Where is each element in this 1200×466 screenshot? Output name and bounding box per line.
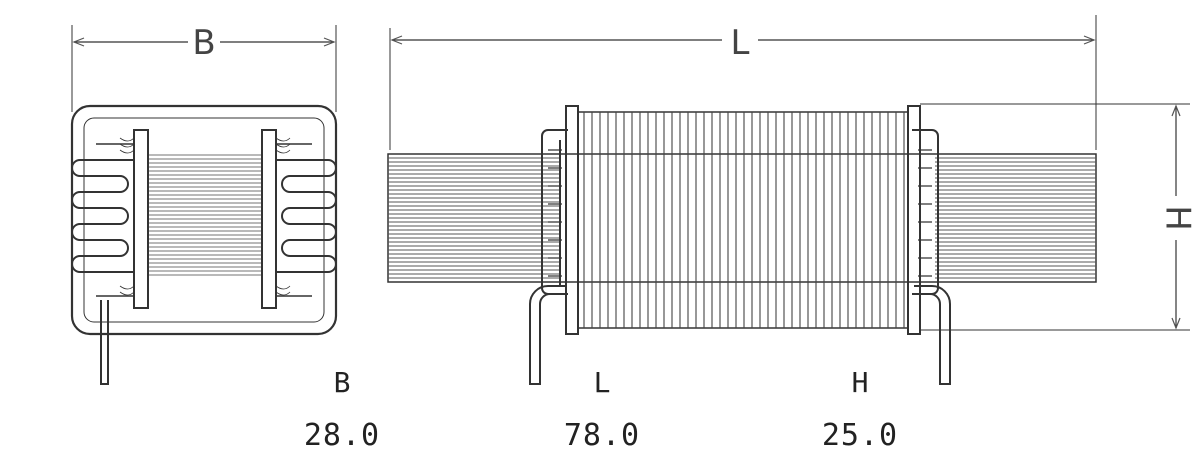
dim-l-letter: L [731,23,750,63]
lead-right [914,285,951,385]
dim-l-label: L [593,366,611,399]
bracket-left [529,129,568,385]
end-view: B [70,23,338,385]
winding-flange-left [565,105,579,335]
end-view-frame [70,104,338,336]
lead-left [529,285,566,385]
end-view-flange-left [133,129,149,309]
end-view-lead-pin [100,300,109,385]
side-view: L H [387,15,1198,385]
end-view-comb-left [71,143,134,297]
dim-b-letter: B [192,23,215,63]
dim-l-value: 78.0 [563,418,641,453]
winding-flange-right [907,105,921,335]
dim-h-label: H [851,366,869,399]
dim-b-label: B [333,366,351,399]
ferrite-rod [387,153,1097,283]
winding [577,111,909,329]
dim-h-value: 25.0 [821,418,899,453]
end-view-comb-right [276,143,337,297]
dim-h-letter: H [1158,205,1198,231]
end-view-flange-right [261,129,277,309]
dim-b-value: 28.0 [303,418,381,453]
end-view-core [148,154,262,276]
bracket-right [912,129,951,385]
winding-turns [583,112,905,328]
